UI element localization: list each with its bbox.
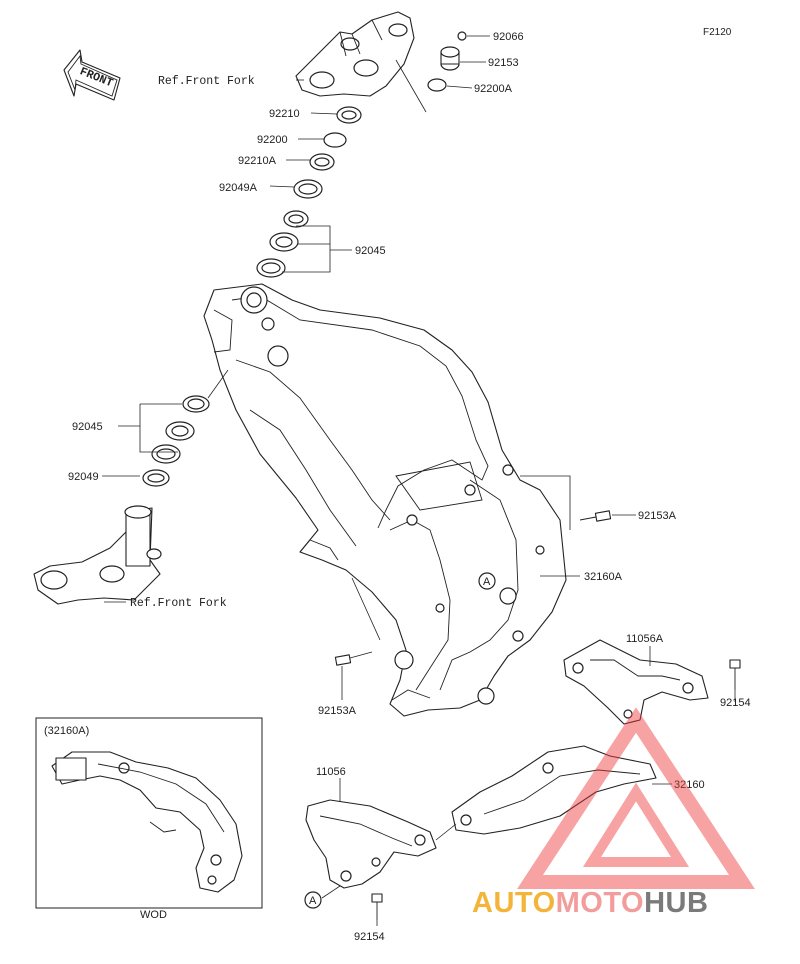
callout-a-bracket bbox=[304, 891, 322, 909]
main-frame-32160A bbox=[203, 283, 567, 717]
watermark-logo bbox=[517, 707, 755, 889]
watermark-part1: AUTO bbox=[472, 887, 556, 919]
label-11056A: 11056A bbox=[626, 633, 664, 645]
nut-92153 bbox=[440, 46, 460, 71]
inset-caption: WOD bbox=[140, 909, 167, 921]
inset-title: (32160A) bbox=[44, 725, 89, 737]
watermark-part2: MOTO bbox=[556, 887, 644, 919]
label-92210: 92210 bbox=[269, 108, 300, 120]
leader-92153A bbox=[520, 475, 571, 530]
label-92153A-bottom: 92153A bbox=[318, 705, 357, 717]
bracket-11056 bbox=[305, 799, 437, 889]
callout-a-bracket-text: A bbox=[309, 895, 317, 907]
callout-a-frame-text: A bbox=[483, 576, 491, 588]
label-92066: 92066 bbox=[493, 31, 524, 43]
label-11056: 11056 bbox=[316, 766, 346, 778]
figure-code: F2120 bbox=[703, 27, 732, 38]
leader-stem bbox=[395, 59, 427, 113]
bracket-32160 bbox=[451, 745, 657, 835]
label-32160A: 32160A bbox=[584, 571, 623, 583]
inset-frame-variant bbox=[35, 717, 263, 909]
label-92153A-right: 92153A bbox=[638, 510, 677, 522]
watermark-part3: HUB bbox=[644, 887, 708, 919]
label-92154-bottom: 92154 bbox=[354, 931, 385, 943]
ref-front-fork-bottom: Ref.Front Fork bbox=[130, 597, 227, 610]
bolt-92154-bottom bbox=[371, 893, 383, 920]
label-92200A: 92200A bbox=[474, 83, 513, 95]
upper-triple-clamp bbox=[295, 11, 415, 97]
label-92210A: 92210A bbox=[238, 155, 277, 167]
label-92045-top: 92045 bbox=[355, 245, 386, 257]
bolt-92153A-right bbox=[579, 510, 612, 522]
bolt-92154-right bbox=[729, 659, 741, 690]
front-arrow-icon: FRONT bbox=[63, 49, 121, 101]
watermark-text: AUTOMOTOHUB bbox=[472, 887, 708, 919]
callout-a-frame bbox=[478, 572, 496, 590]
leader-92045-left bbox=[139, 404, 178, 453]
lower-triple-clamp bbox=[33, 395, 210, 605]
label-92045-left: 92045 bbox=[72, 421, 103, 433]
label-92153: 92153 bbox=[488, 57, 519, 69]
label-92200: 92200 bbox=[257, 134, 288, 146]
bracket-11056A bbox=[563, 639, 709, 725]
bolt-92153A-bottom bbox=[334, 651, 373, 666]
label-32160: 32160 bbox=[674, 779, 705, 791]
leader-frame-left bbox=[207, 369, 229, 399]
label-92049A: 92049A bbox=[219, 182, 258, 194]
washer-92200A bbox=[427, 78, 447, 92]
label-92154-right: 92154 bbox=[720, 697, 751, 709]
cap-92066 bbox=[457, 31, 467, 41]
ref-front-fork-top: Ref.Front Fork bbox=[158, 75, 255, 88]
ring-stack bbox=[256, 106, 362, 278]
label-92049: 92049 bbox=[68, 471, 99, 483]
